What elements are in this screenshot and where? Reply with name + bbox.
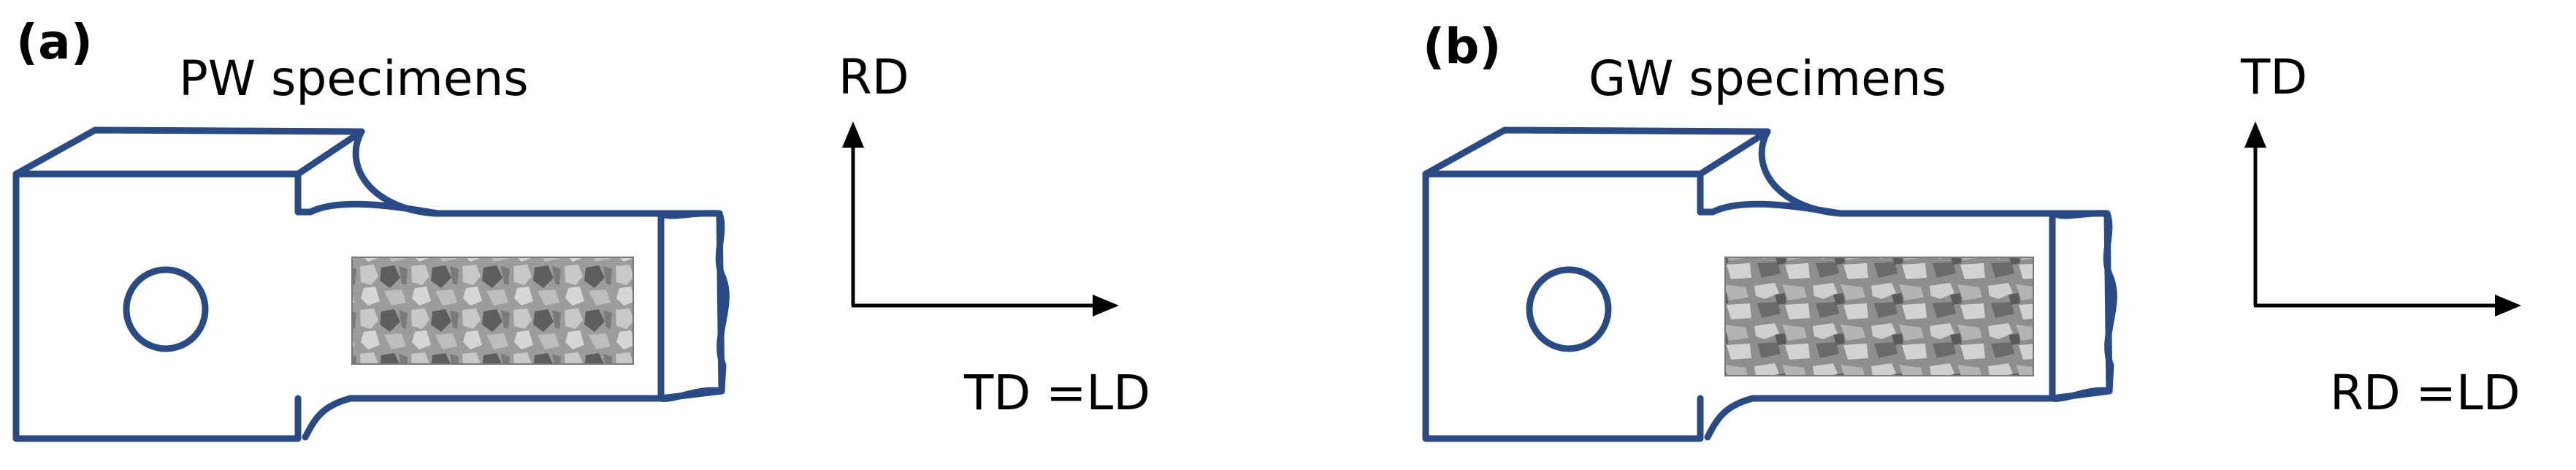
- arrow-head-up-icon: [2244, 121, 2266, 148]
- panel-b: (b) GW specimens TD RD =LD: [1422, 18, 2521, 442]
- panel-a: (a) PW specimens RD TD =LD: [12, 14, 1150, 442]
- arrow-head-right-icon: [1093, 295, 1119, 317]
- panel-a-tag: (a): [16, 14, 93, 70]
- panel-b-axis-vertical: TD: [2240, 49, 2307, 105]
- panel-a-axis-horizontal: TD =LD: [963, 365, 1150, 421]
- specimen-b-outline: [1422, 126, 2117, 442]
- micrograph-a: [351, 257, 634, 365]
- panel-a-axis-vertical: RD: [838, 49, 909, 105]
- arrow-head-up-icon: [842, 121, 864, 148]
- axes-b: TD RD =LD: [2240, 49, 2521, 421]
- micrograph-b: [1724, 257, 2034, 376]
- panel-b-title: GW specimens: [1589, 50, 1946, 107]
- axes-a: RD TD =LD: [838, 49, 1150, 421]
- bolt-hole-a: [123, 266, 209, 352]
- panel-b-axis-horizontal: RD =LD: [2330, 365, 2520, 421]
- panel-b-tag: (b): [1423, 18, 1502, 75]
- bolt-hole-b: [1526, 266, 1612, 352]
- arrow-head-right-icon: [2495, 295, 2521, 317]
- specimen-a-outline: [12, 126, 730, 442]
- panel-a-title: PW specimens: [179, 50, 529, 107]
